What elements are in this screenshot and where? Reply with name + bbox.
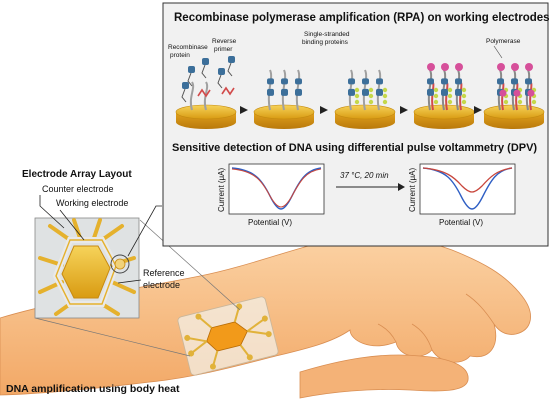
zoom-lines (34, 219, 241, 357)
dpv-plot-before: Current (μA) Potential (V) (217, 163, 325, 227)
label-ssb-proteins: Single-stranded binding proteins (302, 31, 351, 46)
stage-arrows (240, 106, 482, 114)
polymerase-pointer (493, 45, 503, 59)
dpv-ylabel-2: Current (μA) (408, 167, 417, 212)
dpv-condition: 37 °C, 20 min (340, 171, 389, 180)
curve-red-before (231, 168, 322, 208)
finger-crease (377, 323, 397, 343)
arrow-right-icon (320, 106, 328, 114)
dpv-plot-after: Current (μA) Potential (V) (408, 163, 516, 227)
label-reverse-primer: Reverse primer (212, 38, 238, 53)
electrode-pointers (39, 195, 162, 284)
rpa-stage-5 (483, 63, 545, 129)
rpa-title: Recombinase polymerase amplification (RP… (174, 12, 550, 24)
finger-crease (411, 323, 433, 351)
reference-highlight-circle (110, 254, 130, 274)
dpv-xlabel-1: Potential (V) (248, 218, 292, 227)
rpa-dpv-panel: Recombinase polymerase amplification (RP… (162, 2, 550, 247)
arrow-right-icon (400, 106, 408, 114)
dpv-title: Sensitive detection of DNA using differe… (172, 142, 537, 154)
arrow-right-icon (240, 106, 248, 114)
rpa-stage-1 (175, 56, 237, 129)
label-counter-electrode: Counter electrode (42, 184, 114, 194)
rpa-stage-2 (253, 69, 315, 129)
dpv-xlabel-2: Potential (V) (439, 218, 483, 227)
label-working-electrode: Working electrode (56, 198, 128, 208)
working-electrode (61, 245, 111, 299)
caption: DNA amplification using body heat (6, 383, 180, 395)
curve-blue-after (422, 167, 513, 210)
label-reference-electrode: Reference electrode (143, 268, 187, 290)
rpa-stage-3 (334, 69, 396, 129)
label-polymerase: Polymerase (486, 38, 521, 45)
rpa-stages (175, 56, 545, 129)
electrode-title: Electrode Array Layout (22, 169, 132, 180)
arrow-right-icon (474, 106, 482, 114)
dpv-ylabel-1: Current (μA) (217, 167, 226, 212)
wrist-patch (177, 296, 279, 376)
thumb-shape (299, 354, 469, 399)
electrode-array-inset: Electrode Array Layout Counter electrode… (22, 169, 187, 319)
arrow-right-icon (398, 183, 405, 191)
curve-red-after (422, 167, 513, 193)
reference-electrode (114, 258, 126, 270)
label-recombinase-protein: Recombinase protein (168, 44, 210, 59)
finger-crease (465, 293, 495, 325)
counter-electrode-outline (55, 239, 117, 305)
